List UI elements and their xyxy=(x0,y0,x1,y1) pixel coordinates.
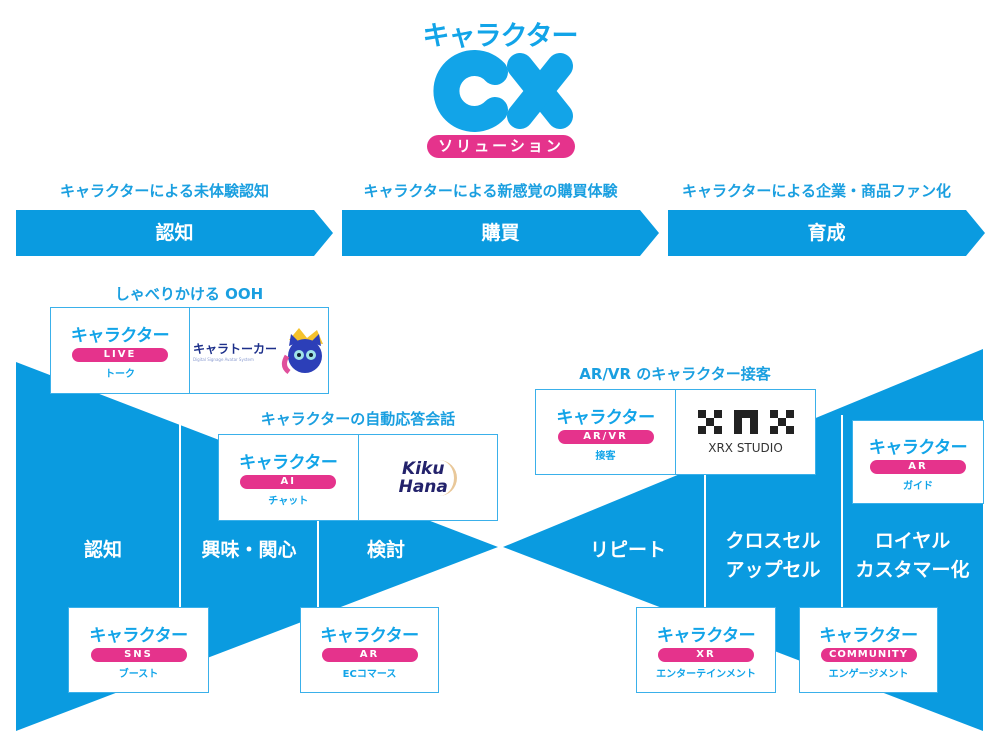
card-ar-ecommerce[interactable]: キャラクター AR ECコマース xyxy=(300,607,439,693)
logo-solution-pill: ソリューション xyxy=(427,135,575,158)
partner-tagline: Digital Signage Avatar System xyxy=(192,356,254,362)
phase-heading-awareness: キャラクターによる未体験認知 xyxy=(60,182,269,200)
divider xyxy=(841,415,843,610)
card-brand: キャラクター xyxy=(320,625,419,646)
card-ai-chat[interactable]: キャラクター AI チャット Kiku Hana xyxy=(218,434,498,521)
card-sns-boost[interactable]: キャラクター SNS ブースト xyxy=(68,607,209,693)
card-tag: AR xyxy=(321,647,418,662)
divider xyxy=(317,515,319,610)
group-title-ooh: しゃべりかける OOH xyxy=(114,285,264,303)
card-tag: COMMUNITY xyxy=(820,647,917,662)
card-brand: キャラクター xyxy=(89,625,188,646)
card-tag: AI xyxy=(240,475,337,489)
stage-repeat: リピート xyxy=(589,539,666,561)
partner-name: Kiku Hana xyxy=(398,459,458,496)
partner-logo-charatalker: キャラトーカー Digital Signage Avatar System xyxy=(189,308,328,393)
phase-arrow-purchase: 購買 xyxy=(342,210,659,256)
stage-consideration: 検討 xyxy=(366,539,405,561)
card-xr-entertainment[interactable]: キャラクター XR エンターテインメント xyxy=(636,607,776,693)
card-sub: ガイド xyxy=(903,480,933,492)
phase-heading-nurture: キャラクターによる企業・商品ファン化 xyxy=(682,182,951,200)
phase-arrow-awareness: 認知 xyxy=(16,210,333,256)
card-ar-guide[interactable]: キャラクター AR ガイド xyxy=(852,420,984,504)
card-sub: エンゲージメント xyxy=(828,668,909,680)
group-title-ai: キャラクターの自動応答会話 xyxy=(260,410,456,428)
stage-awareness: 認知 xyxy=(83,539,122,561)
logo-katakana: キャラクター xyxy=(422,21,579,52)
card-sub: 接客 xyxy=(595,450,616,462)
logo-cx: CX xyxy=(433,50,573,132)
card-brand: キャラクター xyxy=(868,437,968,458)
card-tag: LIVE xyxy=(72,348,168,362)
phase-arrow-nurture: 育成 xyxy=(668,210,985,256)
card-brand: キャラクター xyxy=(656,625,756,646)
card-brand: キャラクター xyxy=(239,453,338,473)
phase-heading-purchase: キャラクターによる新感覚の購買体験 xyxy=(363,182,618,200)
stage-loyal: ロイヤル カスタマー化 xyxy=(855,530,970,581)
card-sub: ECコマース xyxy=(342,668,397,680)
partner-logo-xrx: XRX STUDIO xyxy=(675,390,815,474)
partner-name: XRX STUDIO xyxy=(708,440,783,455)
stage-interest: 興味・関心 xyxy=(201,539,297,561)
card-tag: XR xyxy=(658,647,754,662)
divider xyxy=(704,470,706,610)
partner-logo-kikuhana: Kiku Hana xyxy=(357,435,498,520)
card-community-engagement[interactable]: キャラクター COMMUNITY エンゲージメント xyxy=(799,607,938,693)
card-sub: チャット xyxy=(268,496,309,507)
partner-name: キャラトーカー xyxy=(192,341,277,356)
group-title-arvr: AR/VR のキャラクター接客 xyxy=(579,365,771,383)
divider xyxy=(179,420,181,610)
card-tag: AR xyxy=(870,459,966,474)
card-brand: キャラクター xyxy=(556,407,655,428)
card-arvr-service[interactable]: キャラクター AR/VR 接客 XRX STUDIO xyxy=(535,389,816,475)
xrx-mark-icon xyxy=(697,409,794,434)
card-sub: エンターテインメント xyxy=(656,668,756,680)
stage-crosssell: クロスセル アップセル xyxy=(725,530,821,581)
card-sub: トーク xyxy=(105,369,135,380)
card-tag: SNS xyxy=(90,647,187,662)
card-brand: キャラクター xyxy=(70,326,170,346)
card-sub: ブースト xyxy=(118,668,159,680)
card-live-talk[interactable]: キャラクター LIVE トーク キャラトーカー Digital Signage … xyxy=(50,307,329,394)
card-brand: キャラクター xyxy=(819,625,918,646)
card-tag: AR/VR xyxy=(557,429,654,444)
cat-mascot-icon xyxy=(281,327,323,374)
